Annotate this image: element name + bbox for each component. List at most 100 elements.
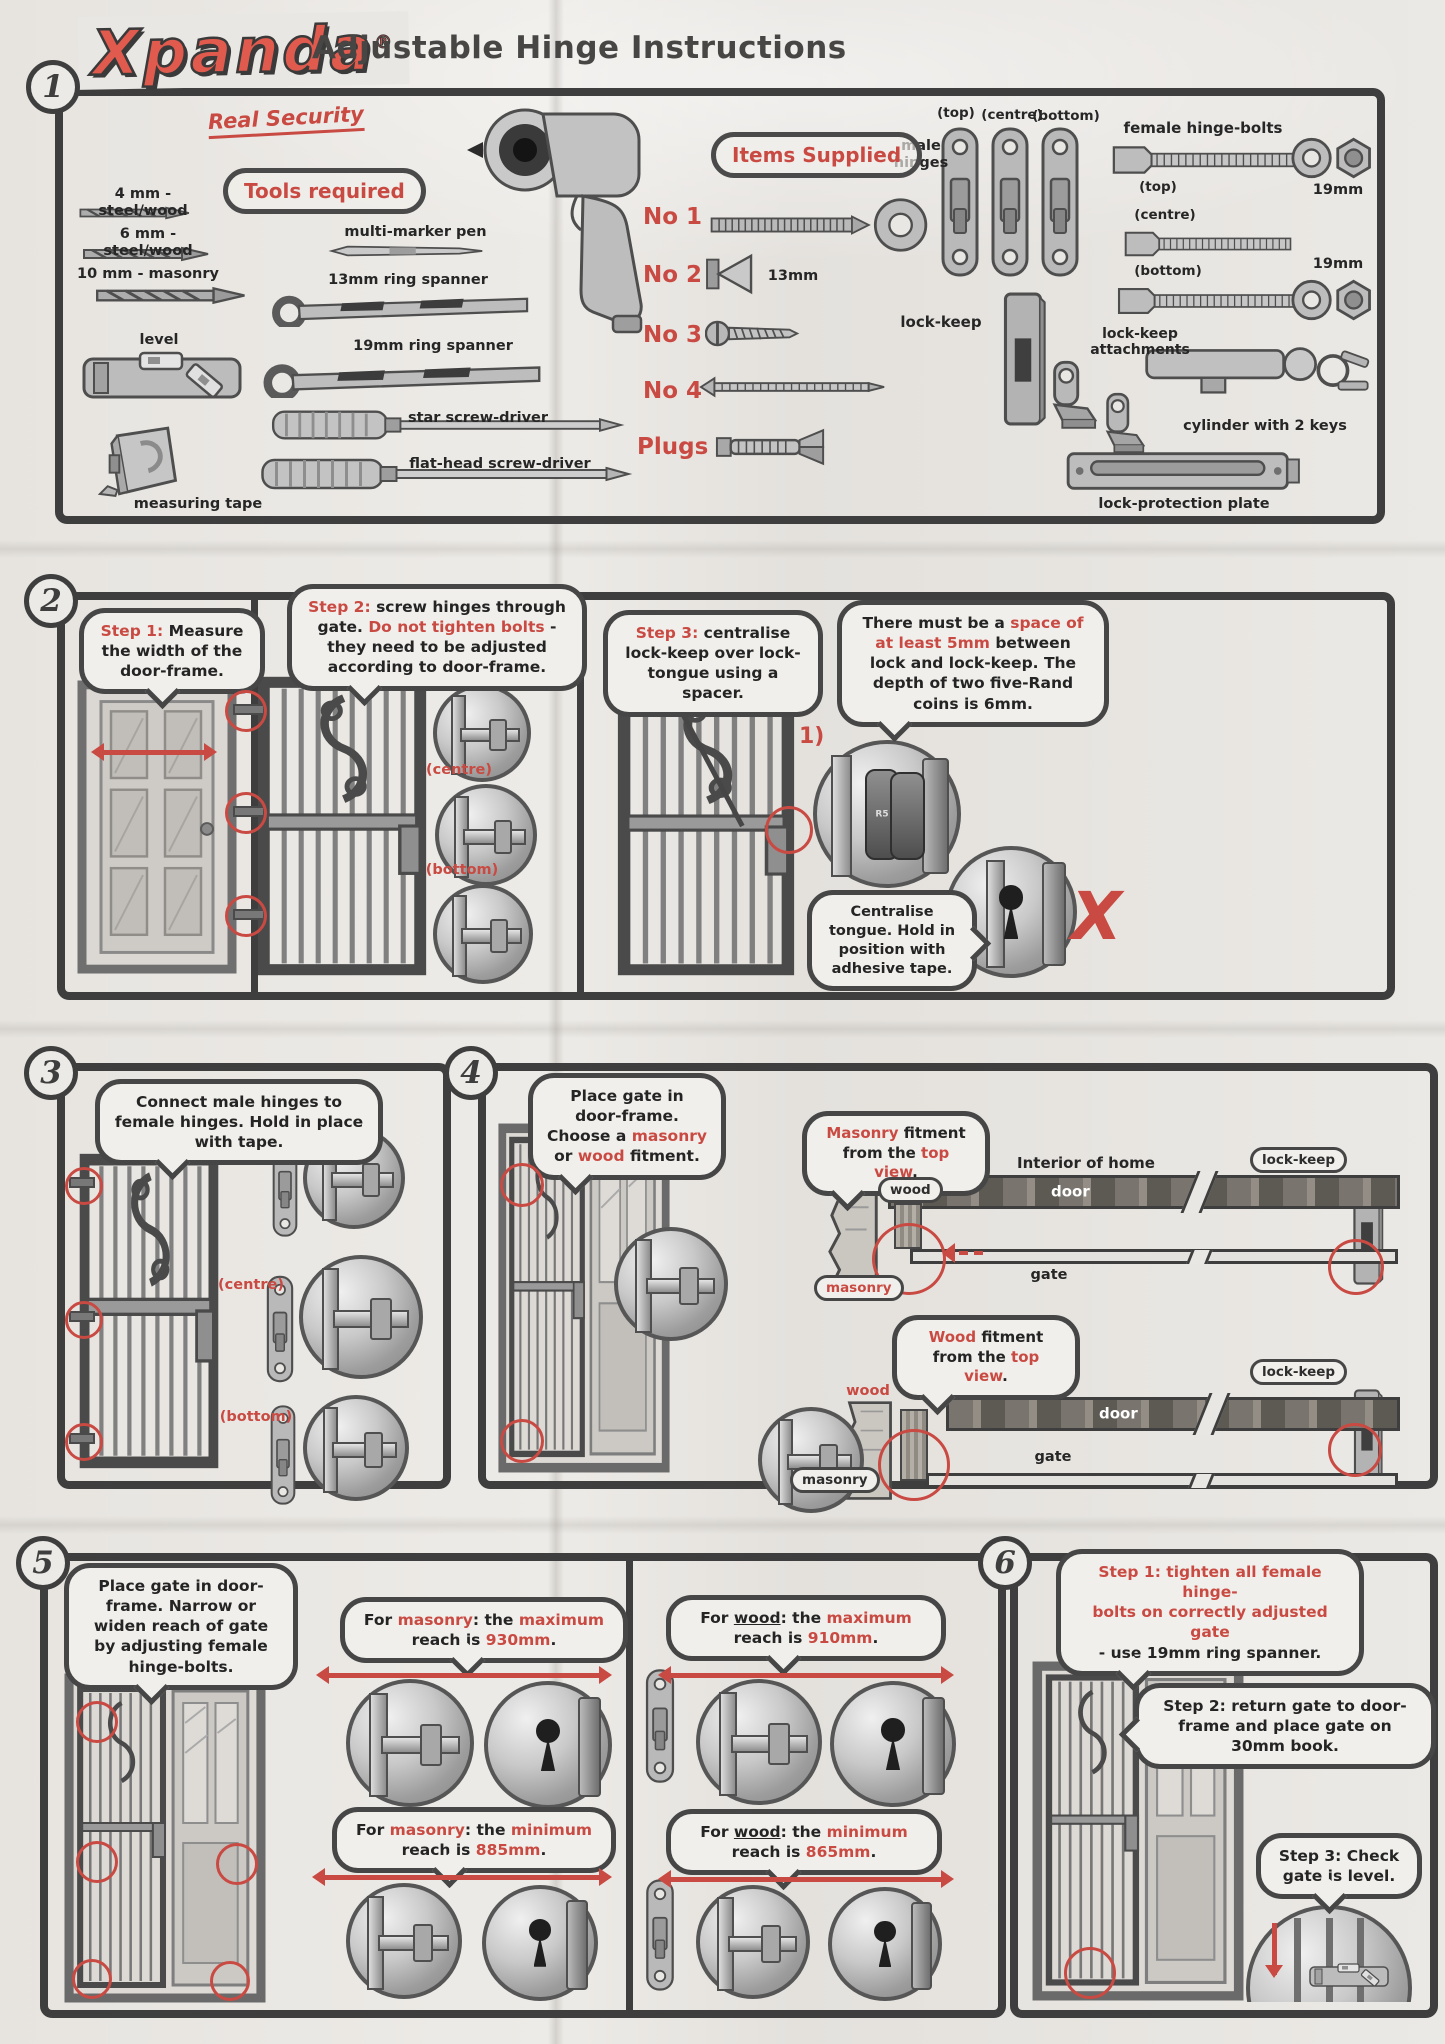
cylinder-zoom (484, 1681, 612, 1809)
flat-screwdriver-label: flat-head screw-driver (409, 456, 591, 472)
section-6-badge: 6 (978, 1536, 1032, 1590)
keyhole-icon (1003, 904, 1019, 940)
female-bolt-centre-label: (centre) (1134, 207, 1196, 223)
lock-keep-label: lock-keep (900, 313, 982, 331)
hinge-marker-1 (76, 1701, 118, 1743)
hinge-zoom-bottom (303, 1395, 409, 1501)
centralise-tongue-bubble: Centralise tongue. Hold in position with… (807, 890, 992, 992)
wood-max-value: 910mm (807, 1629, 873, 1648)
hinge-zoom (346, 1679, 474, 1807)
keep-plate-edge (577, 1697, 601, 1797)
paper-fold-horizontal-2 (0, 1020, 1445, 1038)
hinge-marker-3 (72, 1959, 112, 1999)
wood-word: wood (577, 1147, 625, 1166)
masonry-word: masonry (631, 1127, 707, 1146)
gate-label: gate (1030, 1267, 1068, 1283)
star-screwdriver-label: star screw-driver (407, 410, 549, 426)
item-no2-size-label: 13mm (767, 268, 819, 284)
item-no2-cone-illustration (705, 252, 755, 296)
drill-bit-6mm-label: 6 mm - steel/wood (103, 226, 193, 259)
nut-19mm-label-top: 19mm (1312, 182, 1364, 198)
hinge-zoom (696, 1679, 822, 1805)
section-2-badge: 2 (24, 574, 78, 628)
male-hinge-top-label: (top) (937, 105, 975, 121)
door-label: door (1099, 1404, 1138, 1423)
hinge-zoom-centre (299, 1255, 423, 1379)
step-3-text: Step 3: Check gate is level. (1278, 1847, 1400, 1886)
break-mark-icon (1188, 1473, 1215, 1488)
masonry-fitment-text: fitment from the (842, 1124, 966, 1162)
item-plugs-label: Plugs (637, 434, 709, 460)
step-3-text: centralise lock-keep over lock-tongue us… (625, 624, 801, 703)
wood-label-red: wood (846, 1383, 890, 1399)
page-title: Adjustable Hinge Instructions (312, 30, 847, 66)
step-1-red-line-2: bolts on correctly adjusted gate (1092, 1603, 1328, 1642)
wood-fitment-bubble: Wood fitment from the top view. (892, 1315, 1080, 1415)
masonry-callout-2: masonry (790, 1467, 880, 1493)
keyhole-icon (878, 1937, 892, 1968)
marker-pen-label: multi-marker pen (344, 224, 487, 240)
hinge-nut (489, 718, 507, 752)
item-no3-screw-illustration (705, 316, 801, 351)
panel-final-steps: Step 1: tighten all female hinge- bolts … (1010, 1549, 1438, 2018)
lock-keep-attachments-label: lock-keep attachments (1090, 326, 1190, 359)
washer-and-nut-top (1291, 136, 1377, 180)
bottom-hinge-marker (1064, 1947, 1116, 1999)
top-view-word: top view (874, 1143, 950, 1182)
break-mark-icon (1180, 1171, 1219, 1213)
hinge-marker-top (225, 690, 267, 732)
lock-protection-plate-label: lock-protection plate (1098, 496, 1270, 512)
panel-fitment-views: Place gate in door-frame. Choose a mason… (478, 1063, 1438, 1513)
spanner-19mm-label: 19mm ring spanner (353, 338, 513, 354)
masonry-fitment-dot: . (912, 1163, 918, 1181)
level-check-zoom-clip: BOOK (1246, 1905, 1412, 2002)
interior-of-home-label: Interior of home (1017, 1154, 1155, 1172)
lock-keep-illustration (999, 292, 1047, 426)
reach-is-text: reach is (731, 1843, 806, 1862)
hinge-marker-top (65, 1167, 103, 1205)
female-bolt-bottom (1101, 284, 1313, 318)
panel2-divider-2 (577, 600, 584, 992)
drill-bit-10mm-illustration (73, 286, 271, 305)
paper-fold-vertical (548, 0, 564, 2044)
for-text: For (355, 1821, 390, 1839)
dot-text: . (540, 1841, 547, 1860)
dot-text: . (550, 1631, 557, 1650)
wood-max-reach-arrow (658, 1666, 954, 1684)
hinge-zoom-top (433, 684, 531, 782)
step-2-text-1: screw hinges through gate. (317, 598, 566, 637)
place-gate-text-1: Place gate in door-frame. Choose a (547, 1087, 684, 1146)
hinge-nut (768, 1723, 791, 1765)
step-2-text-2: - they need to be adjusted according to … (327, 618, 557, 677)
bubble-tail (876, 706, 913, 742)
panel-steps-1-3: Step 1: Measure the width of the door-fr… (57, 584, 1395, 1000)
space-highlight: space of at least 5mm (875, 614, 1084, 653)
step-1-bubble: Step 1: Measure the width of the door-fr… (79, 608, 265, 710)
lock-protection-plate-illustration (1063, 446, 1305, 496)
step-3-level-bubble: Step 3: Check gate is level. (1256, 1833, 1422, 1915)
female-bolt-bottom-label: (bottom) (1134, 263, 1202, 279)
level-illustration (81, 351, 243, 403)
hinge-nut (370, 1298, 392, 1340)
paper-fold-horizontal-3 (0, 1516, 1445, 1534)
hinge-nut (493, 819, 512, 855)
gate-label-2: gate (1034, 1449, 1072, 1465)
hinge-zoom (696, 1885, 810, 1999)
item-no1-label: No 1 (643, 204, 703, 230)
maximum-word: maximum (826, 1609, 912, 1627)
keyhole-icon (533, 1936, 547, 1967)
centralise-text: Centralise tongue. Hold in position with… (828, 904, 956, 977)
wrong-mark-icon: X (1071, 878, 1122, 955)
item-plug-illustration (713, 422, 831, 472)
hinge-nut (412, 1923, 433, 1963)
wood-max-bubble: For wood: the maximum reach is 910mm. (666, 1595, 946, 1677)
washer-and-nut-bottom (1291, 278, 1377, 322)
masonry-word: masonry (397, 1611, 473, 1629)
wood-heading: Wood (928, 1328, 977, 1346)
adjust-reach-bubble: Place gate in door-frame. Narrow or wide… (64, 1563, 298, 1705)
zoom-bottom-label: (bottom) (425, 862, 499, 878)
frame-edge (1041, 862, 1066, 966)
step-3-label: Step 3: (635, 624, 699, 642)
wood-text: wood (890, 1182, 931, 1198)
measuring-tape-label: measuring tape (133, 496, 263, 512)
